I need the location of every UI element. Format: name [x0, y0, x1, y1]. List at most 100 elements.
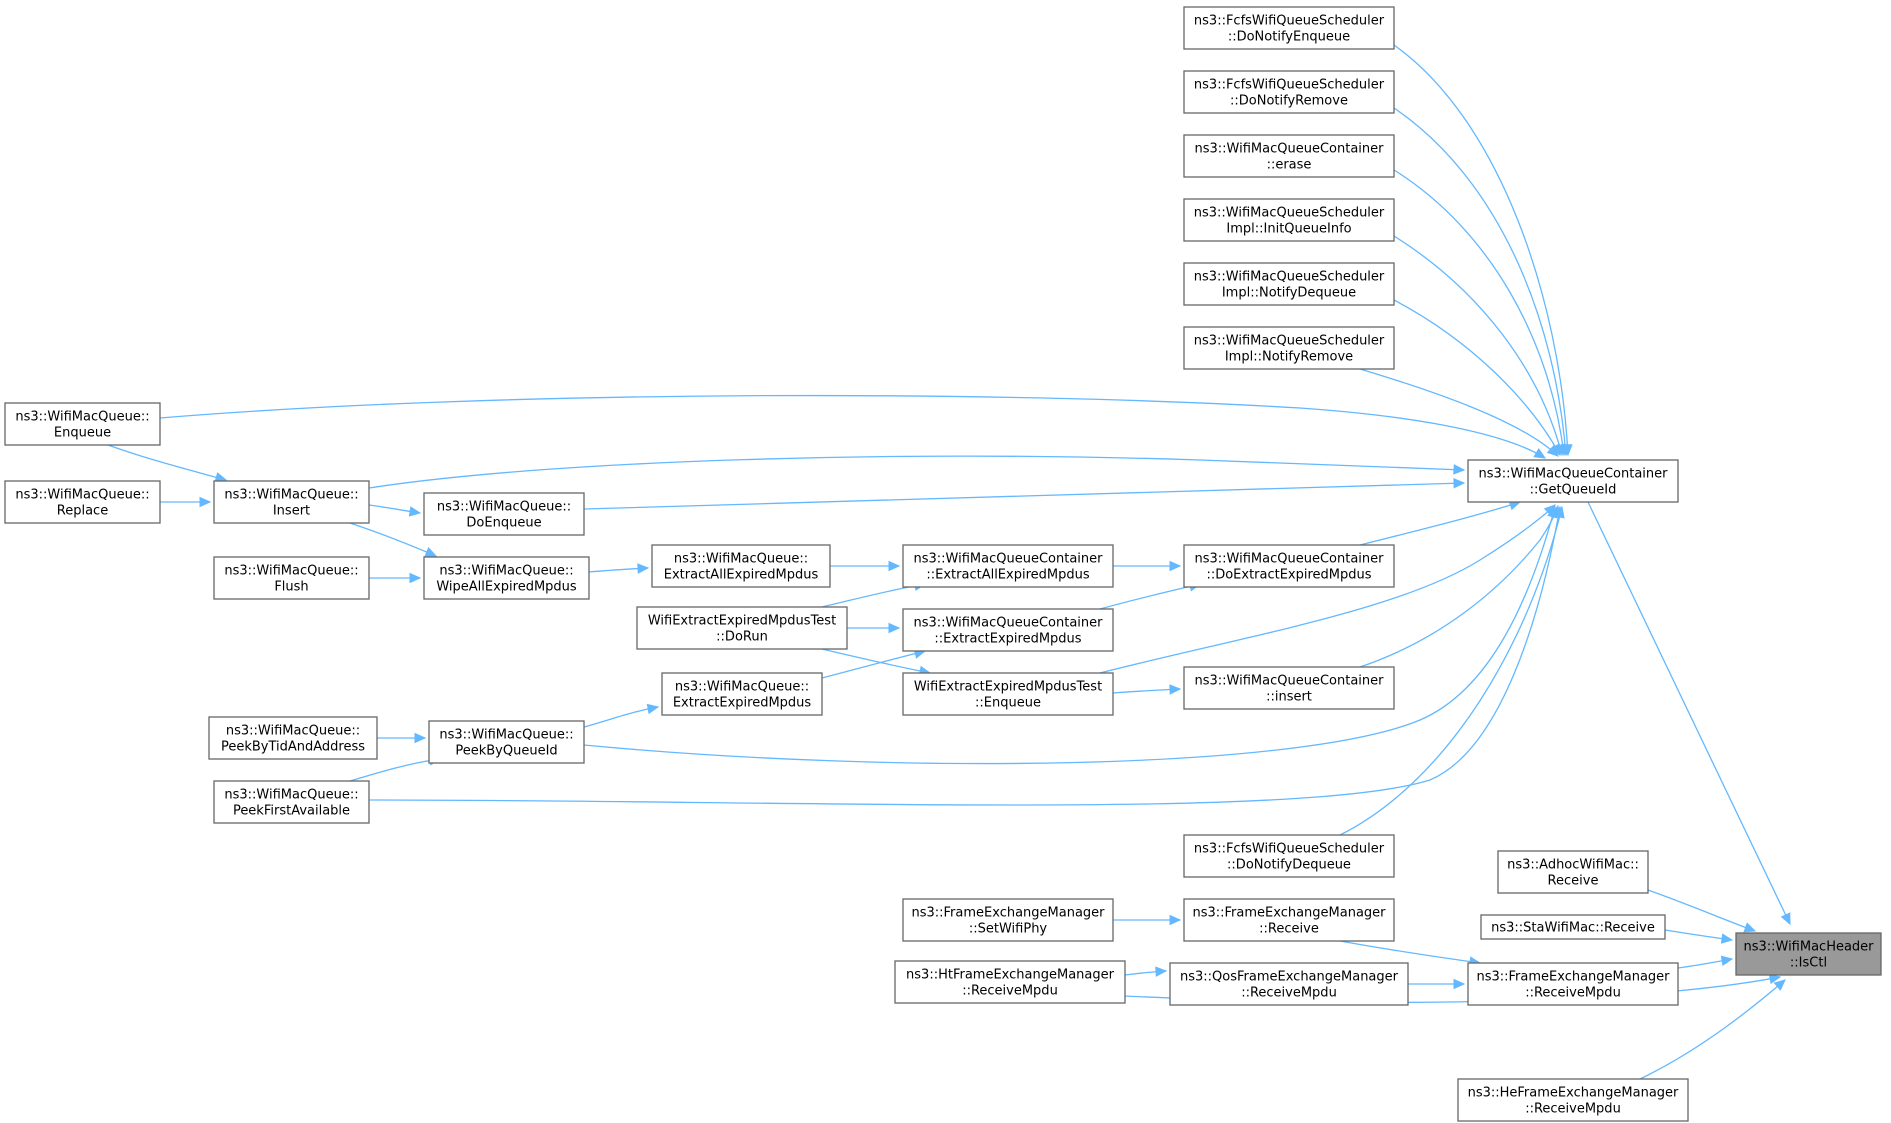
node-wifimacqueue-extractallexpiredmpdus-box[interactable] — [651, 544, 831, 588]
node-wifimacqueue-insert[interactable]: ns3::WifiMacQueue::Insert — [213, 480, 370, 524]
node-wifimacqueuecontainer-doextractexpiredmpdus[interactable]: ns3::WifiMacQueueContainer::DoExtractExp… — [1183, 544, 1395, 588]
node-wifimacqueuecontainer-extractexpiredmpdus-box[interactable] — [902, 608, 1114, 652]
node-wifimacheader-isctl-label-line-2: ::IsCtl — [1790, 956, 1827, 971]
node-wifimacqueuecontainer-getqueueid-box[interactable] — [1467, 459, 1679, 503]
node-wifimacqueue-enqueue[interactable]: ns3::WifiMacQueue::Enqueue — [4, 402, 161, 446]
node-wifimacheader-isctl[interactable]: ns3::WifiMacHeader::IsCtl — [1735, 932, 1882, 976]
arrowhead-n_adhoc_recv-to-n_isctl — [1743, 922, 1757, 933]
node-wifiextractexpiredmpdustest-enqueue-box[interactable] — [902, 672, 1114, 716]
node-wifimacqueuecontainer-doextractexpiredmpdus-box[interactable] — [1183, 544, 1395, 588]
node-wifimacqueue-replace-label-line-1: ns3::WifiMacQueue:: — [15, 488, 149, 503]
node-wifimacqueue-wipeallexpiredmpdus-box[interactable] — [423, 556, 590, 600]
node-wifimacqueue-peekfirstavailable-box[interactable] — [213, 780, 370, 824]
node-wifimacqueuescheduler-notifyremove-box[interactable] — [1183, 326, 1395, 370]
node-qosframeexchangemanager-receivempdu[interactable]: ns3::QosFrameExchangeManager::ReceiveMpd… — [1169, 962, 1409, 1006]
edge-n_q_enqueue-to-n_q_insert — [107, 444, 227, 481]
node-wifimacqueuescheduler-notifyremove[interactable]: ns3::WifiMacQueueSchedulerImpl::NotifyRe… — [1183, 326, 1395, 370]
node-wifimacqueuecontainer-doextractexpiredmpdus-label-line-2: ::DoExtractExpiredMpdus — [1206, 568, 1371, 583]
node-wifimacqueuecontainer-erase-box[interactable] — [1183, 134, 1395, 178]
node-adhocwifimac-receive[interactable]: ns3::AdhocWifiMac::Receive — [1497, 850, 1649, 894]
node-wifimacqueuecontainer-extractexpiredmpdus[interactable]: ns3::WifiMacQueueContainer::ExtractExpir… — [902, 608, 1114, 652]
node-fcfswifiqueuescheduler-donotifyenqueue[interactable]: ns3::FcfsWifiQueueScheduler::DoNotifyEnq… — [1183, 6, 1395, 50]
node-wifiextractexpiredmpdustest-dorun[interactable]: WifiExtractExpiredMpdusTest::DoRun — [636, 606, 848, 650]
edge-n_q_doenqueue-to-n_getqueueid — [583, 482, 1465, 510]
node-fcfswifiqueuescheduler-donotifyenqueue-box[interactable] — [1183, 6, 1395, 50]
node-wifimacqueuecontainer-getqueueid-label-line-1: ns3::WifiMacQueueContainer — [1479, 467, 1669, 482]
node-wifimacqueuescheduler-notifydequeue-label-line-1: ns3::WifiMacQueueScheduler — [1194, 270, 1385, 285]
edge-n_sched_deq-to-n_getqueueid — [1393, 299, 1561, 456]
node-wifimacqueuecontainer-insert[interactable]: ns3::WifiMacQueueContainer::insert — [1183, 666, 1395, 710]
node-frameexchangemanager-setwifiphy[interactable]: ns3::FrameExchangeManager::SetWifiPhy — [902, 898, 1114, 942]
node-frameexchangemanager-receive-box[interactable] — [1183, 898, 1395, 942]
node-wifimacqueue-doenqueue-box[interactable] — [423, 492, 585, 536]
node-frameexchangemanager-receivempdu[interactable]: ns3::FrameExchangeManager::ReceiveMpdu — [1467, 962, 1679, 1006]
node-heframeexchangemanager-receivempdu[interactable]: ns3::HeFrameExchangeManager::ReceiveMpdu — [1457, 1078, 1689, 1122]
node-wifimacqueuecontainer-extractallexpiredmpdus-box[interactable] — [902, 544, 1114, 588]
node-wifimacqueue-peekbyqueueid[interactable]: ns3::WifiMacQueue::PeekByQueueId — [428, 720, 585, 764]
node-wifimacqueuescheduler-notifydequeue-box[interactable] — [1183, 262, 1395, 306]
node-wifiextractexpiredmpdustest-enqueue[interactable]: WifiExtractExpiredMpdusTest::Enqueue — [902, 672, 1114, 716]
edges-layer — [107, 44, 1791, 1080]
node-wifimacqueue-doenqueue[interactable]: ns3::WifiMacQueue::DoEnqueue — [423, 492, 585, 536]
node-htframeexchangemanager-receivempdu[interactable]: ns3::HtFrameExchangeManager::ReceiveMpdu — [894, 960, 1126, 1004]
node-qosframeexchangemanager-receivempdu-box[interactable] — [1169, 962, 1409, 1006]
node-frameexchangemanager-setwifiphy-box[interactable] — [902, 898, 1114, 942]
node-wifimacqueue-replace[interactable]: ns3::WifiMacQueue::Replace — [4, 480, 161, 524]
node-wifimacqueue-extractallexpiredmpdus-label-line-1: ns3::WifiMacQueue:: — [674, 552, 808, 567]
node-wifimacheader-isctl-box[interactable] — [1735, 932, 1882, 976]
node-frameexchangemanager-receivempdu-box[interactable] — [1467, 962, 1679, 1006]
node-stawifimac-receive-box[interactable] — [1480, 914, 1666, 940]
node-wifimacqueue-enqueue-box[interactable] — [4, 402, 161, 446]
edge-n_cont_insert-to-n_getqueueid — [1359, 505, 1559, 668]
node-htframeexchangemanager-receivempdu-box[interactable] — [894, 960, 1126, 1004]
node-wifimacqueuecontainer-extractallexpiredmpdus[interactable]: ns3::WifiMacQueueContainer::ExtractAllEx… — [902, 544, 1114, 588]
edge-n_fcfs_rem-to-n_getqueueid — [1393, 107, 1567, 456]
node-fcfswifiqueuescheduler-donotifyremove-box[interactable] — [1183, 70, 1395, 114]
node-frameexchangemanager-receive[interactable]: ns3::FrameExchangeManager::Receive — [1183, 898, 1395, 942]
node-wifimacqueue-peekfirstavailable[interactable]: ns3::WifiMacQueue::PeekFirstAvailable — [213, 780, 370, 824]
node-wifimacqueuecontainer-getqueueid-label-line-2: ::GetQueueId — [1530, 483, 1617, 498]
arrowhead-n_qos_recvmpdu-to-n_fem_recvmpdu — [1453, 978, 1466, 990]
node-wifimacqueue-extractallexpiredmpdus[interactable]: ns3::WifiMacQueue::ExtractAllExpiredMpdu… — [651, 544, 831, 588]
edge-n_q_extract-to-n_cont_extract — [821, 650, 926, 679]
node-stawifimac-receive-label-line-1: ns3::StaWifiMac::Receive — [1491, 921, 1655, 936]
node-stawifimac-receive[interactable]: ns3::StaWifiMac::Receive — [1480, 914, 1666, 940]
node-frameexchangemanager-receive-label-line-2: ::Receive — [1259, 922, 1319, 937]
node-wifiextractexpiredmpdustest-dorun-box[interactable] — [636, 606, 848, 650]
node-wifimacqueue-extractexpiredmpdus[interactable]: ns3::WifiMacQueue::ExtractExpiredMpdus — [661, 672, 823, 716]
node-wifimacqueue-peekbytidandaddress-box[interactable] — [208, 716, 378, 760]
node-wifimacqueue-flush-box[interactable] — [213, 556, 370, 600]
node-wifimacqueue-wipeallexpiredmpdus[interactable]: ns3::WifiMacQueue::WipeAllExpiredMpdus — [423, 556, 590, 600]
node-wifimacqueuescheduler-initqueueinfo-box[interactable] — [1183, 198, 1395, 242]
node-htframeexchangemanager-receivempdu-label-line-1: ns3::HtFrameExchangeManager — [906, 968, 1115, 983]
node-wifimacqueue-insert-label-line-2: Insert — [273, 504, 310, 519]
node-wifimacqueuescheduler-initqueueinfo[interactable]: ns3::WifiMacQueueSchedulerImpl::InitQueu… — [1183, 198, 1395, 242]
arrowhead-n_getqueueid-to-n_isctl — [1780, 912, 1791, 926]
node-wifimacqueue-replace-label-line-2: Replace — [57, 504, 108, 519]
node-adhocwifimac-receive-box[interactable] — [1497, 850, 1649, 894]
edge-n_cont_erase-to-n_getqueueid — [1393, 169, 1565, 456]
node-wifimacqueuecontainer-insert-box[interactable] — [1183, 666, 1395, 710]
node-wifimacqueue-extractexpiredmpdus-label-line-2: ExtractExpiredMpdus — [673, 696, 812, 711]
node-wifimacqueuescheduler-notifydequeue[interactable]: ns3::WifiMacQueueSchedulerImpl::NotifyDe… — [1183, 262, 1395, 306]
arrowhead-n_q_enqueue-to-n_getqueueid — [1533, 448, 1547, 459]
node-heframeexchangemanager-receivempdu-box[interactable] — [1457, 1078, 1689, 1122]
node-adhocwifimac-receive-label-line-2: Receive — [1548, 874, 1599, 889]
node-wifimacqueue-peekbytidandaddress[interactable]: ns3::WifiMacQueue::PeekByTidAndAddress — [208, 716, 378, 760]
node-wifimacqueue-flush[interactable]: ns3::WifiMacQueue::Flush — [213, 556, 370, 600]
node-wifimacqueue-replace-box[interactable] — [4, 480, 161, 524]
edge-n_sched_rem-to-n_getqueueid — [1359, 368, 1559, 457]
node-wifimacqueuecontainer-erase[interactable]: ns3::WifiMacQueueContainer::erase — [1183, 134, 1395, 178]
node-fcfswifiqueuescheduler-donotifydequeue[interactable]: ns3::FcfsWifiQueueScheduler::DoNotifyDeq… — [1183, 834, 1395, 878]
node-fcfswifiqueuescheduler-donotifydequeue-box[interactable] — [1183, 834, 1395, 878]
node-fcfswifiqueuescheduler-donotifydequeue-label-line-2: ::DoNotifyDequeue — [1227, 858, 1351, 873]
node-wifimacqueue-peekbyqueueid-box[interactable] — [428, 720, 585, 764]
node-wifimacqueue-extractexpiredmpdus-label-line-1: ns3::WifiMacQueue:: — [675, 680, 809, 695]
node-wifimacqueue-enqueue-label-line-2: Enqueue — [54, 426, 111, 441]
node-wifimacqueuecontainer-getqueueid[interactable]: ns3::WifiMacQueueContainer::GetQueueId — [1467, 459, 1679, 503]
node-wifimacqueue-extractexpiredmpdus-box[interactable] — [661, 672, 823, 716]
arrowhead-n_cont_extractall-to-n_cont_doextract — [1169, 560, 1182, 572]
node-wifimacqueue-insert-box[interactable] — [213, 480, 370, 524]
node-fcfswifiqueuescheduler-donotifyremove[interactable]: ns3::FcfsWifiQueueScheduler::DoNotifyRem… — [1183, 70, 1395, 114]
